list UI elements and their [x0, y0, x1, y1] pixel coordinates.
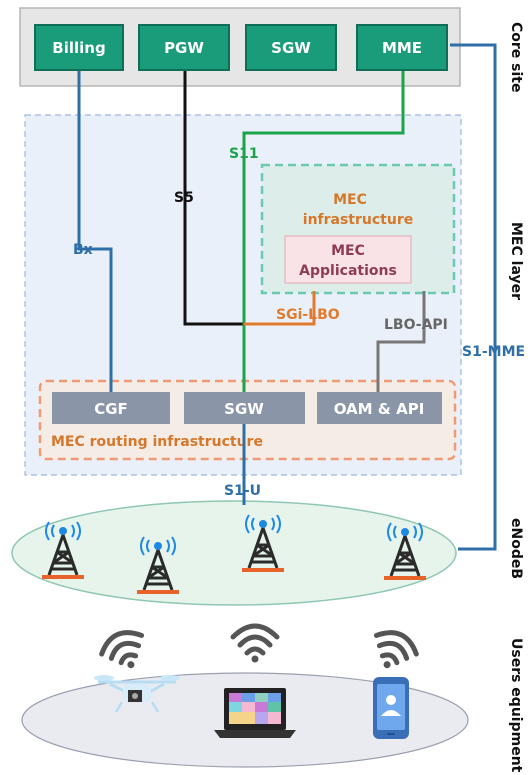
routing-box-cgf: CGF [52, 392, 170, 424]
drone-icon [94, 675, 180, 713]
s1-u-label: S1-U [224, 483, 261, 499]
sgi-lbo-line [244, 291, 316, 326]
routing-box-cgf-label: CGF [94, 400, 128, 418]
routing-box-oam-api: OAM & API [317, 392, 442, 424]
wifi-icon [366, 625, 421, 677]
s1-mme-line [450, 43, 497, 551]
core-box-billing: Billing [34, 24, 124, 71]
bx-label: Bx [73, 242, 93, 258]
phone-icon [373, 677, 409, 739]
enodeb-ellipse [11, 500, 457, 606]
s11-line [242, 68, 405, 392]
core-box-mme: MME [356, 24, 448, 71]
wifi-icon [233, 626, 277, 663]
s1-mme-label: S1-MME [462, 344, 525, 360]
core-box-mme-label: MME [382, 39, 422, 57]
routing-box-sgw: SGW [184, 392, 305, 424]
laptop-icon [214, 688, 296, 738]
core-box-pgw-label: PGW [164, 39, 204, 57]
wifi-icon [97, 625, 152, 677]
side-label-core-site: Core site [508, 22, 524, 93]
core-box-billing-label: Billing [52, 39, 105, 57]
mec-applications-title-line2: Applications [299, 263, 397, 279]
mec-applications-box [284, 235, 412, 284]
lbo-api-line [376, 291, 426, 392]
s11-label: S11 [229, 146, 259, 162]
mec-infrastructure-title-line2: infrastructure [303, 212, 413, 228]
mec-infrastructure-title-line1: MEC [333, 192, 367, 208]
mec-applications-title-line1: MEC [331, 243, 365, 259]
side-label-mec-layer: MEC layer [508, 222, 524, 300]
core-box-pgw: PGW [138, 24, 230, 71]
routing-box-oam-api-label: OAM & API [334, 400, 425, 418]
mec-routing-infrastructure-label: MEC routing infrastructure [51, 434, 263, 450]
core-box-sgw: SGW [245, 24, 337, 71]
side-label-enodeb: eNodeB [508, 518, 524, 579]
routing-box-sgw-label: SGW [224, 400, 264, 418]
bx-line [77, 68, 113, 392]
s5-label: S5 [174, 190, 194, 206]
sgi-lbo-label: SGi-LBO [276, 307, 340, 323]
core-box-sgw-label: SGW [271, 39, 311, 57]
lbo-api-label: LBO-API [384, 317, 448, 333]
side-label-users-equipment: Users equipment [508, 638, 524, 773]
